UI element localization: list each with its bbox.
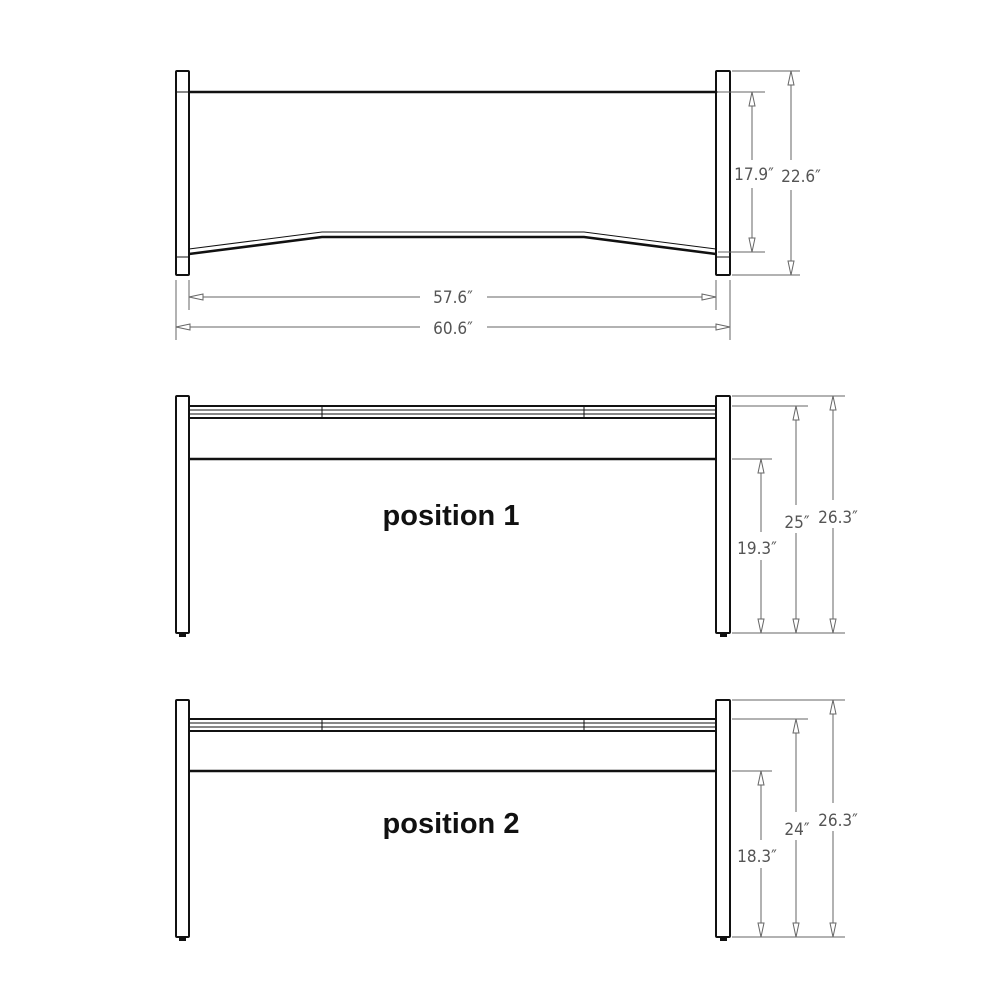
left-leg [175, 699, 190, 938]
arrowhead [701, 293, 717, 301]
arrowhead [757, 618, 765, 634]
side-view-drawings [175, 395, 731, 941]
arrowhead [757, 922, 765, 938]
arrowhead [748, 237, 756, 253]
left-post [175, 70, 190, 276]
right-foot [720, 936, 727, 941]
arrowhead [757, 458, 765, 474]
dim-inner-depth: 17.9″ [734, 165, 774, 185]
left-foot [179, 632, 186, 637]
arrowhead [787, 260, 795, 276]
right-leg [715, 699, 731, 938]
front-rail-inner [188, 231, 717, 250]
arrowhead [757, 770, 765, 786]
front-rail-outer [188, 235, 717, 256]
dimension-lines [175, 70, 845, 938]
arrowhead [715, 323, 731, 331]
left-leg [175, 395, 190, 634]
arrowhead [792, 618, 800, 634]
right-foot [720, 632, 727, 637]
arrowhead [829, 395, 837, 411]
arrowhead [748, 91, 756, 107]
dim-inner-width: 57.6″ [433, 288, 473, 308]
p2-dim-lower-rail: 18.3″ [737, 847, 777, 867]
p2-dim-overall: 26.3″ [818, 811, 858, 831]
arrowhead [792, 405, 800, 421]
side-view [175, 395, 731, 637]
arrowhead [829, 922, 837, 938]
right-post [715, 70, 731, 276]
position-1-label: position 1 [383, 500, 520, 532]
top-view-drawing [175, 70, 731, 276]
arrowhead [792, 718, 800, 734]
arrowhead [792, 922, 800, 938]
p1-dim-lower-rail: 19.3″ [737, 539, 777, 559]
dim-outer-width: 60.6″ [433, 319, 473, 339]
arrowhead [829, 699, 837, 715]
position-2-label: position 2 [383, 808, 520, 840]
dim-outer-depth: 22.6″ [781, 167, 821, 187]
arrowhead [188, 293, 204, 301]
arrowhead [175, 323, 191, 331]
p1-dim-overall: 26.3″ [818, 508, 858, 528]
arrowhead [787, 70, 795, 86]
p1-dim-top-height: 25″ [784, 513, 809, 533]
arrowhead [829, 618, 837, 634]
left-foot [179, 936, 186, 941]
right-leg [715, 395, 731, 634]
p2-dim-top-height: 24″ [784, 820, 809, 840]
side-view [175, 699, 731, 941]
